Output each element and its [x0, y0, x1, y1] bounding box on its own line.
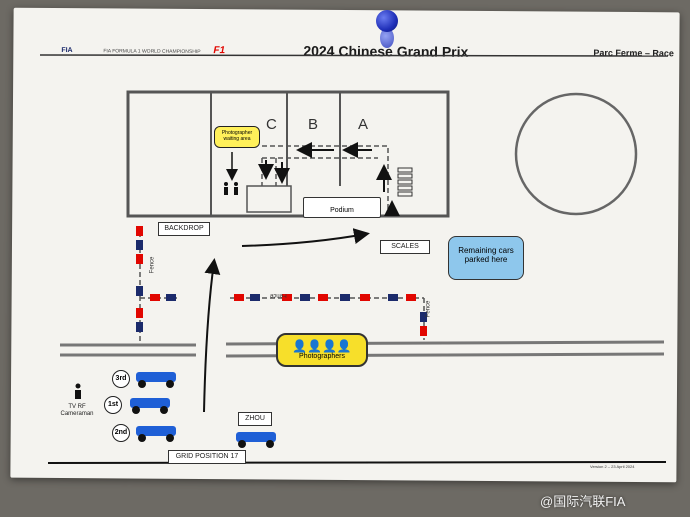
remaining-cars-area: Remaining cars parked here [448, 236, 524, 280]
stairs-icon [397, 167, 413, 197]
fence-label: Fence [270, 292, 287, 298]
photographers-label: Photographers [299, 353, 345, 360]
car-icon [130, 372, 276, 448]
fence-label: Fence [425, 300, 432, 318]
fence-label: Fence [149, 256, 156, 274]
grid-arrow [203, 258, 221, 413]
backdrop-label: BACKDROP [158, 222, 210, 236]
main-arrow [241, 228, 370, 247]
fence-banners [136, 226, 427, 336]
version-text: Version 2 – 23 April 2024 [590, 464, 635, 469]
photographer-waiting-area: Photographer waiting area [214, 126, 260, 148]
footer-rule [47, 461, 667, 464]
bay-b-label: B [308, 116, 319, 133]
pushpin-shaft [380, 28, 394, 48]
pushpin-icon [376, 10, 398, 32]
header-rule [39, 54, 669, 57]
grid-position-3rd: 3rd [112, 370, 130, 388]
bay-c-label: C [266, 116, 277, 133]
people-icon: 👤👤👤👤 [292, 339, 352, 353]
inner-room [246, 185, 292, 213]
grid-position-label: GRID POSITION 17 [168, 450, 246, 464]
podium: Podium [303, 197, 381, 218]
person-icon [75, 182, 238, 399]
track-circle [514, 92, 638, 216]
driver-label: ZHOU [238, 412, 272, 426]
bay-a-label: A [358, 116, 369, 133]
photographers-area: 👤👤👤👤 Photographers [276, 333, 368, 367]
grid-position-2nd: 2nd [112, 424, 130, 442]
tv-cameraman-label: TV RF Cameraman [60, 404, 94, 417]
watermark: @国际汽联FIA [540, 494, 626, 509]
grid-position-1st: 1st [104, 396, 122, 414]
scales-label: SCALES [380, 240, 430, 254]
